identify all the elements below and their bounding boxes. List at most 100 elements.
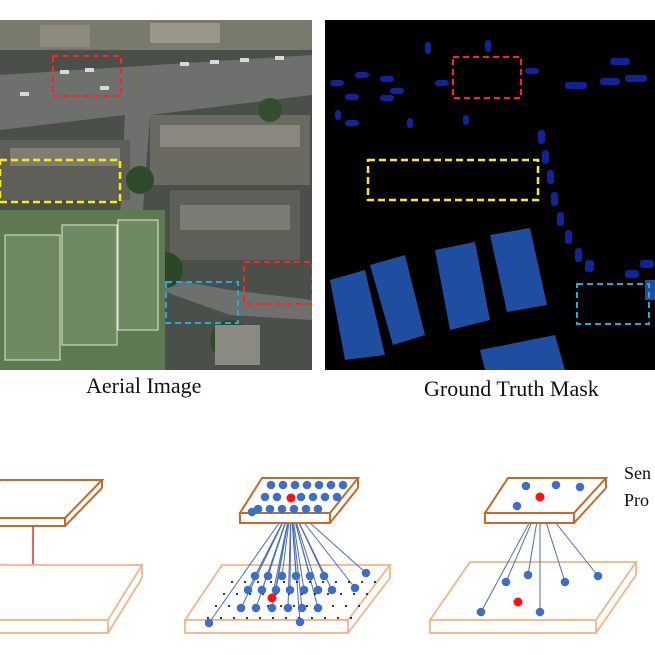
sampling-point <box>327 585 337 595</box>
aerial-image <box>0 20 312 370</box>
grid-dot <box>235 592 239 596</box>
dense-bottom-points <box>204 568 371 628</box>
grid-dot <box>360 580 364 584</box>
bottom-plate-2 <box>183 564 392 634</box>
grid-dot <box>245 616 249 620</box>
query-point-selected <box>535 492 545 502</box>
sampling-point <box>523 570 533 580</box>
query-point <box>289 504 299 514</box>
query-point <box>332 492 342 502</box>
aerial-yellow-box <box>0 158 122 204</box>
query-point <box>301 504 311 514</box>
sampling-point <box>593 571 603 581</box>
sampling-point <box>271 585 281 595</box>
query-point <box>260 492 270 502</box>
grid-dot <box>256 580 260 584</box>
sampling-point <box>313 585 323 595</box>
query-point <box>308 492 318 502</box>
grid-dot <box>258 616 262 620</box>
sampling-point <box>305 571 315 581</box>
grid-dot <box>308 580 312 584</box>
bottom-plate-1 <box>0 564 144 634</box>
top-plate-3 <box>483 477 609 524</box>
grid-dot <box>334 580 338 584</box>
sampling-point <box>243 585 253 595</box>
query-point <box>266 480 276 490</box>
grid-dot <box>373 580 377 584</box>
query-point <box>247 507 257 517</box>
grid-dot <box>344 604 348 608</box>
sparse-attention-panel <box>428 477 638 634</box>
grid-dot <box>352 592 356 596</box>
grid-dot <box>292 604 296 608</box>
reference-point <box>513 597 523 607</box>
sparse-query-points <box>512 480 585 511</box>
sampling-point <box>291 571 301 581</box>
right-cropped-caption: Sen Pro <box>624 460 651 514</box>
query-point <box>551 480 561 490</box>
top-plate-1 <box>0 479 105 527</box>
query-point <box>277 504 287 514</box>
query-point <box>575 482 585 492</box>
query-point <box>272 492 282 502</box>
grid-dot <box>321 580 325 584</box>
query-point <box>521 481 531 491</box>
grid-dot <box>227 604 231 608</box>
bottom-plate-3 <box>428 561 638 634</box>
sampling-point <box>361 568 371 578</box>
attention-line <box>290 505 301 623</box>
grid-dot <box>282 580 286 584</box>
aerial-red-box-right <box>243 261 312 305</box>
ground-truth-mask <box>325 20 655 370</box>
sampling-point <box>313 603 323 613</box>
ground-truth-mask-caption: Ground Truth Mask <box>424 376 599 401</box>
dense-query-points <box>247 480 348 517</box>
sampling-point <box>250 571 260 581</box>
direct-projection-panel <box>0 479 144 634</box>
sampling-point <box>283 603 293 613</box>
grid-dot <box>339 592 343 596</box>
query-point <box>313 504 323 514</box>
sampling-point <box>251 603 261 613</box>
grid-dot <box>269 580 273 584</box>
query-point <box>278 480 288 490</box>
aerial-red-box-top <box>52 55 122 97</box>
query-point-selected <box>286 493 296 503</box>
sparse-sampling-points <box>476 570 603 617</box>
grid-dot <box>323 616 327 620</box>
query-point <box>326 480 336 490</box>
grid-dot <box>243 580 247 584</box>
grid-dot <box>279 604 283 608</box>
grid-dot <box>336 616 340 620</box>
mask-red-box <box>452 56 522 99</box>
grid-dot <box>222 592 226 596</box>
right-caption-line-1: Sen <box>624 463 651 483</box>
right-caption-line-2: Pro <box>624 490 650 510</box>
sampling-point <box>535 607 545 617</box>
aerial-image-caption: Aerial Image <box>86 373 202 398</box>
attention-line <box>208 505 292 624</box>
sampling-point <box>319 571 329 581</box>
ground-truth-mask-panel <box>325 20 655 370</box>
query-point <box>320 492 330 502</box>
grid-dot <box>214 604 218 608</box>
sampling-point <box>204 618 214 628</box>
grid-dot <box>305 604 309 608</box>
query-point <box>302 480 312 490</box>
aerial-image-panel <box>0 20 312 370</box>
sampling-point <box>350 583 360 593</box>
sampling-point <box>263 571 273 581</box>
mask-yellow-box <box>366 158 540 202</box>
grid-dot <box>310 616 314 620</box>
grid-dot <box>357 604 361 608</box>
reference-point <box>267 593 277 603</box>
grid-dot <box>219 616 223 620</box>
dense-attention-panel <box>183 477 392 634</box>
attention-diagram <box>0 477 638 634</box>
grid-dot <box>365 592 369 596</box>
grid-dot <box>230 580 234 584</box>
sampling-point <box>267 603 277 613</box>
sampling-point <box>560 577 570 587</box>
grid-dot <box>232 616 236 620</box>
sampling-point <box>476 607 486 617</box>
